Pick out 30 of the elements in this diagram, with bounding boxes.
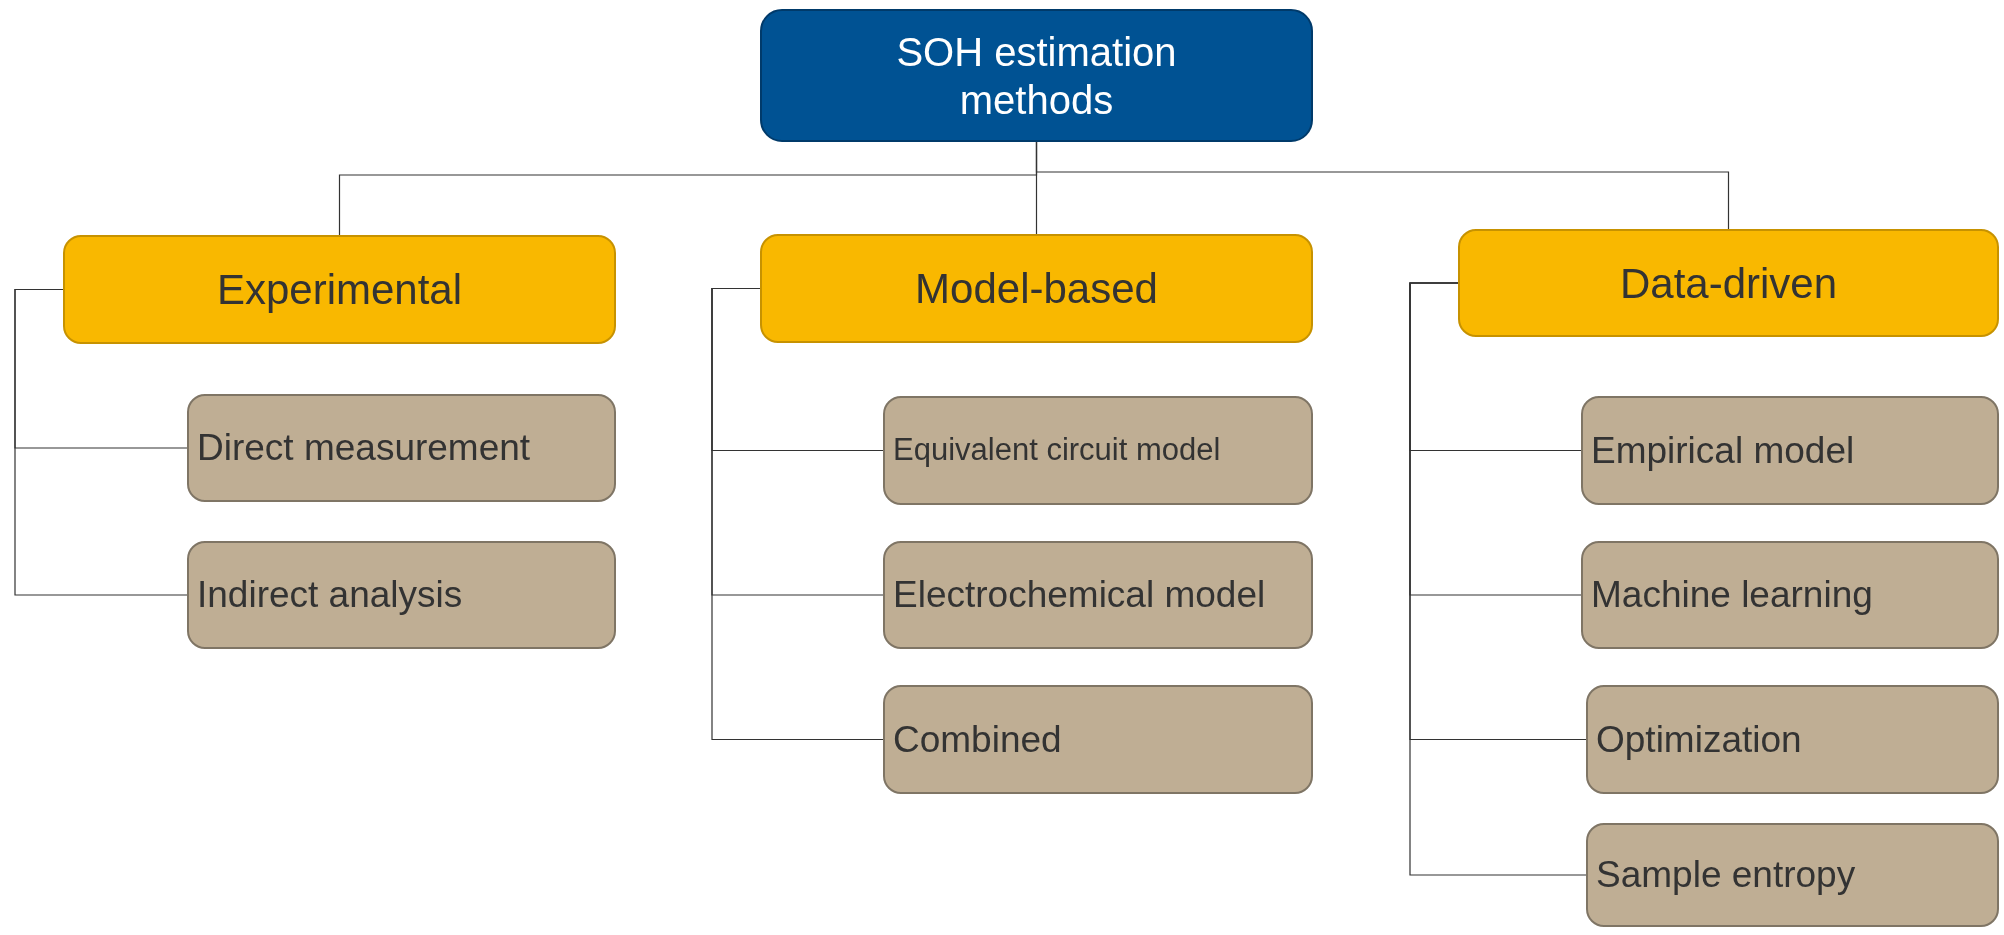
method-box (1581, 541, 1999, 649)
node-label: Combined (893, 717, 1062, 762)
node-label: Equivalent circuit model (893, 431, 1221, 470)
node-label: SOH estimation methods (895, 28, 1178, 124)
node-label: Machine learning (1591, 573, 1873, 618)
node-label: Indirect analysis (197, 573, 463, 618)
connector-line (1409, 282, 1587, 876)
method-box (883, 396, 1313, 505)
root-box (760, 9, 1313, 142)
method-box (187, 394, 616, 502)
category-box (1458, 229, 1999, 337)
method-box (1581, 396, 1999, 505)
node-label: Empirical model (1591, 428, 1855, 473)
connector-line (1035, 141, 1730, 230)
node-label: Experimental (216, 265, 463, 315)
method-box (1586, 685, 1999, 794)
category-box (760, 234, 1313, 343)
node-label: Data-driven (1619, 258, 1838, 309)
node-label: Electrochemical model (893, 573, 1266, 618)
node-label: Optimization (1596, 717, 1802, 762)
category-box (63, 235, 616, 344)
node-label: Direct measurement (197, 426, 531, 471)
method-box (187, 541, 616, 649)
connector-line (711, 287, 884, 741)
connector-line (14, 288, 188, 596)
node-label: Sample entropy (1596, 853, 1856, 898)
node-label: Model-based (915, 264, 1158, 314)
method-box (883, 685, 1313, 794)
method-box (1586, 823, 1999, 927)
method-box (883, 541, 1313, 649)
